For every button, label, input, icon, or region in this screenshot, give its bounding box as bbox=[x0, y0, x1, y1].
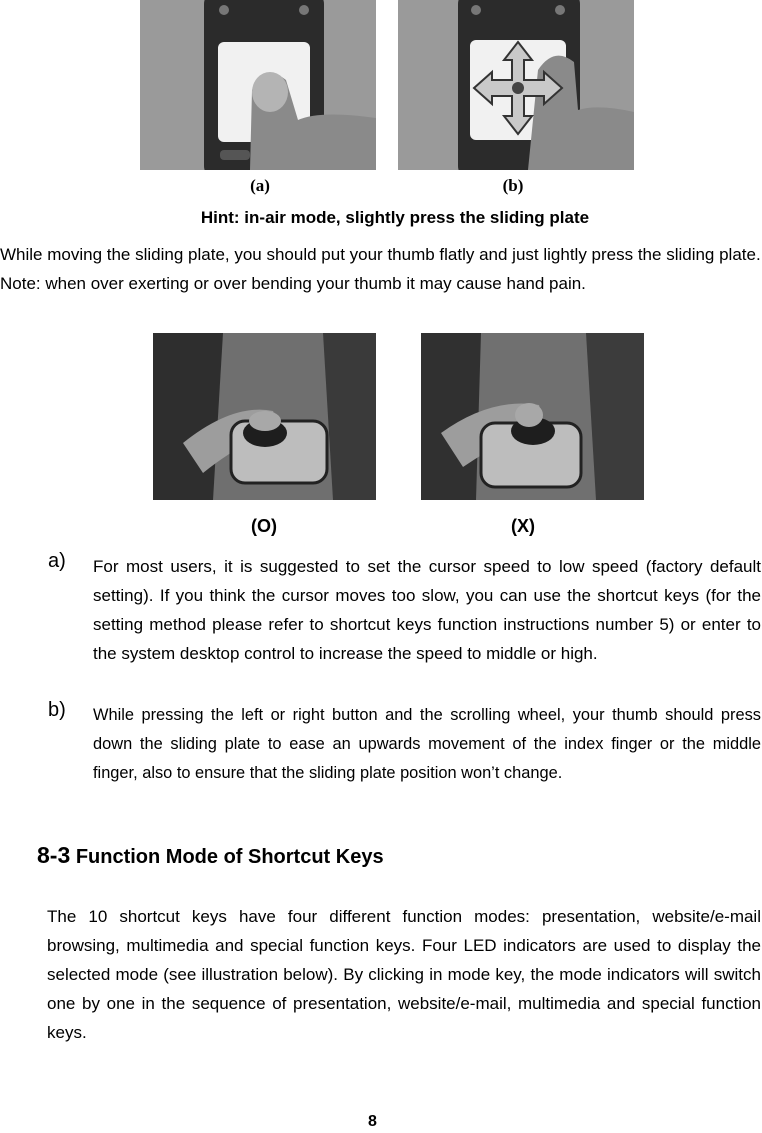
list-marker: a) bbox=[48, 550, 66, 572]
photo-thumb-directions bbox=[398, 0, 634, 170]
page-number: 8 bbox=[368, 1113, 377, 1130]
list-item-text: While pressing the left or right button … bbox=[93, 706, 761, 782]
section-number: 8-3 bbox=[37, 842, 71, 868]
caption-x: (X) bbox=[511, 516, 535, 536]
intro-paragraph: While moving the sliding plate, you shou… bbox=[0, 245, 761, 293]
photo-correct-grip bbox=[153, 333, 376, 500]
photo-incorrect-grip bbox=[421, 333, 644, 500]
caption-a: (a) bbox=[250, 176, 270, 195]
caption-b: (b) bbox=[502, 176, 524, 195]
list-marker: b) bbox=[48, 699, 66, 721]
section-heading: 8-3 Function Mode of Shortcut Keys bbox=[37, 842, 384, 869]
photo-thumb-on-plate bbox=[140, 0, 376, 170]
caption-o: (O) bbox=[251, 516, 277, 536]
section-title: Function Mode of Shortcut Keys bbox=[75, 846, 384, 868]
hint-text: Hint: in-air mode, slightly press the sl… bbox=[200, 208, 590, 227]
body-paragraph: The 10 shortcut keys have four different… bbox=[47, 907, 761, 1042]
list-item-text: For most users, it is suggested to set t… bbox=[93, 557, 761, 663]
